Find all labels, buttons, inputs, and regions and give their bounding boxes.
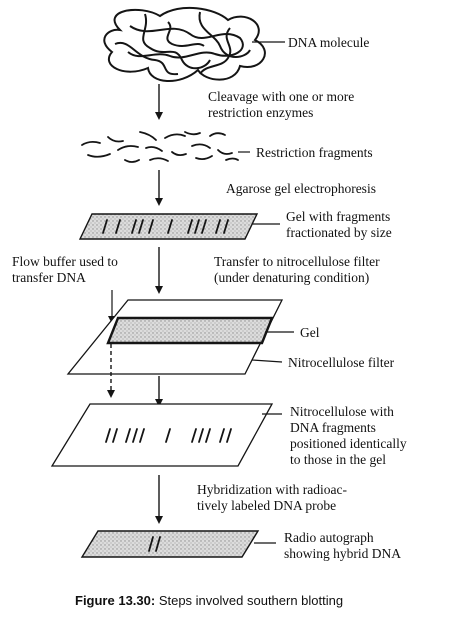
radio-autograph	[80, 530, 260, 558]
restriction-fragments	[81, 131, 239, 163]
gel-fragments-label-line1: Gel with fragments	[286, 209, 390, 224]
restriction-fragments-label: Restriction fragments	[256, 145, 373, 160]
gel-label: Gel	[300, 325, 320, 340]
radio-autograph-label-line1: Radio autograph	[284, 530, 374, 545]
electrophoresis-label: Agarose gel electrophoresis	[226, 181, 376, 196]
flow-buffer-label-line2: transfer DNA	[12, 270, 86, 285]
nitro-label-line1: Nitrocellulose with	[290, 404, 394, 419]
caption-prefix: Figure 13.30:	[75, 593, 155, 608]
nitrocellulose-filter-label: Nitrocellulose filter	[288, 355, 395, 370]
cleavage-label-line1: Cleavage with one or more	[208, 89, 354, 104]
transfer-label-line2: (under denaturing condition)	[214, 270, 369, 285]
filter-leader	[251, 359, 283, 363]
nitrocellulose-blot	[50, 403, 274, 467]
caption-text: Steps involved southern blotting	[155, 593, 343, 608]
nitro-label-line3: positioned identically	[290, 436, 407, 451]
gel-on-filter	[106, 316, 274, 345]
radio-autograph-label-line2: showing hybrid DNA	[284, 546, 401, 561]
cleavage-label-line2: restriction enzymes	[208, 105, 313, 120]
gel-fragments-label-line2: fractionated by size	[286, 225, 392, 240]
dna-molecule-tangle	[103, 6, 266, 83]
hybridization-label-line1: Hybridization with radioac-	[197, 482, 347, 497]
nitro-label-line4: to those in the gel	[290, 452, 386, 467]
dna-molecule-label: DNA molecule	[288, 35, 369, 50]
hybridization-label-line2: tively labeled DNA probe	[197, 498, 336, 513]
gel-slab	[78, 213, 259, 240]
flow-buffer-label-line1: Flow buffer used to	[12, 254, 118, 269]
figure-caption: Figure 13.30: Steps involved southern bl…	[75, 593, 343, 608]
transfer-label-line1: Transfer to nitrocellulose filter	[214, 254, 380, 269]
nitro-label-line2: DNA fragments	[290, 420, 376, 435]
